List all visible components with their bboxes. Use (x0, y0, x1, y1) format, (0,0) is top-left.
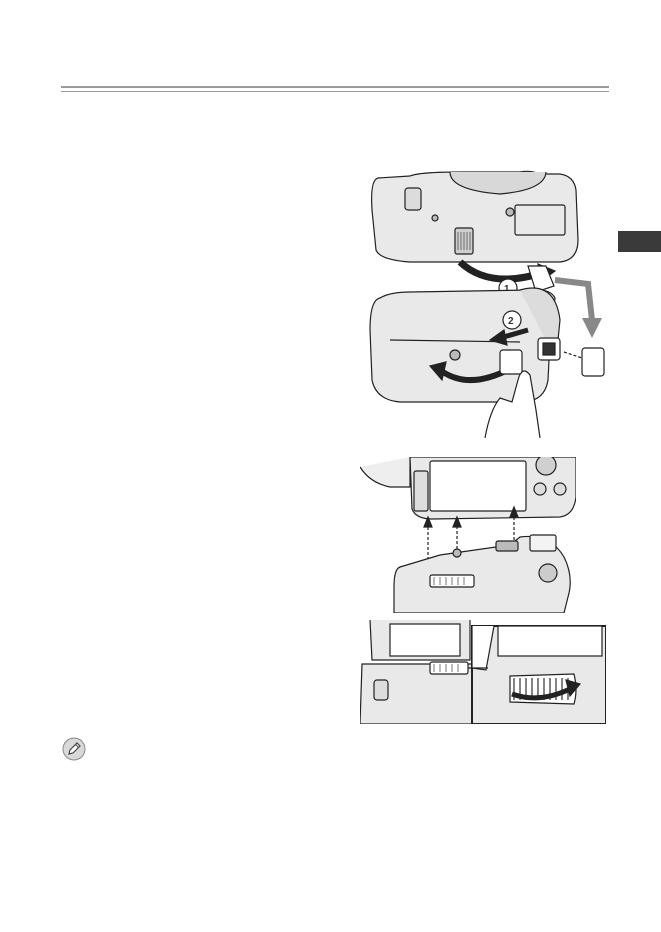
step-marker-2: 2 (508, 316, 514, 327)
pencil-note-icon (62, 737, 86, 761)
tighten-dial-illustration (360, 620, 606, 724)
header-rule-thin (61, 91, 609, 92)
chapter-tab (618, 231, 661, 252)
remove-covers-illustration: 1 2 (350, 170, 615, 438)
header-rule (61, 86, 609, 88)
attach-grip-illustration (360, 457, 576, 613)
